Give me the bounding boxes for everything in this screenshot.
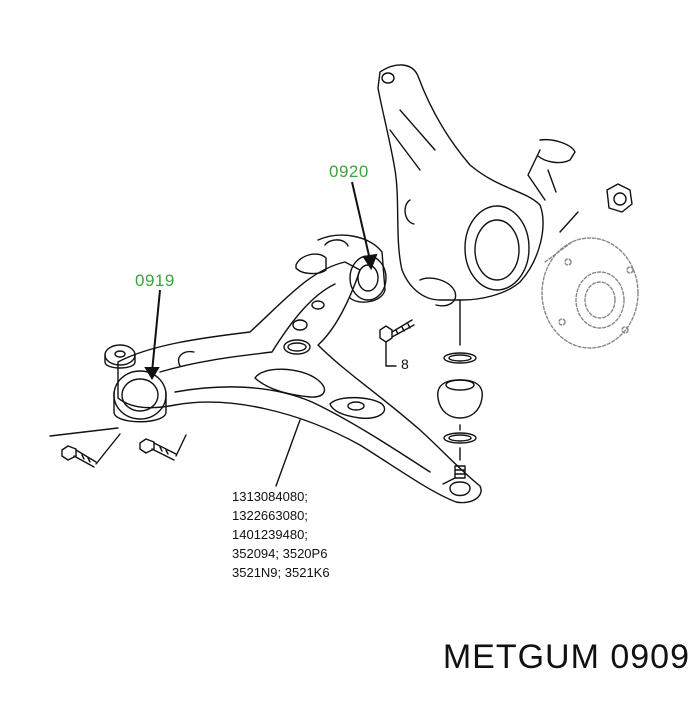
callout-label-0919: 0919 (135, 271, 175, 290)
arrow-0919 (151, 289, 161, 373)
rear-bolt-left (49, 427, 121, 468)
callout-label-0920: 0920 (329, 162, 369, 181)
rear-bushing-0919 (104, 344, 167, 423)
arrow-0920 (351, 181, 371, 261)
part-number-list: 1313084080; 1322663080; 1401239480; 3520… (232, 487, 330, 582)
arrow-head-0919 (144, 367, 160, 380)
part-number-line: 3521N9; 3521K6 (232, 565, 330, 580)
brand-part-title: METGUM 0909 (442, 638, 690, 676)
bolt-label: 8 (401, 356, 409, 372)
lower-control-arm (117, 261, 482, 504)
front-bushing-0920 (295, 234, 387, 303)
part-number-line: 352094; 3520P6 (232, 546, 328, 561)
part-number-line: 1313084080; (232, 489, 308, 504)
wheel-hub (541, 237, 639, 349)
leader-line-part-numbers (275, 419, 301, 487)
part-number-line: 1401239480; (232, 527, 308, 542)
ball-joint (437, 299, 483, 497)
hub-nut (559, 183, 633, 233)
bolt-8 (379, 319, 415, 367)
part-number-line: 1322663080; (232, 508, 308, 523)
arrow-head-0920 (362, 253, 378, 271)
rear-bolt-right (139, 434, 187, 461)
steering-knuckle (377, 64, 576, 307)
